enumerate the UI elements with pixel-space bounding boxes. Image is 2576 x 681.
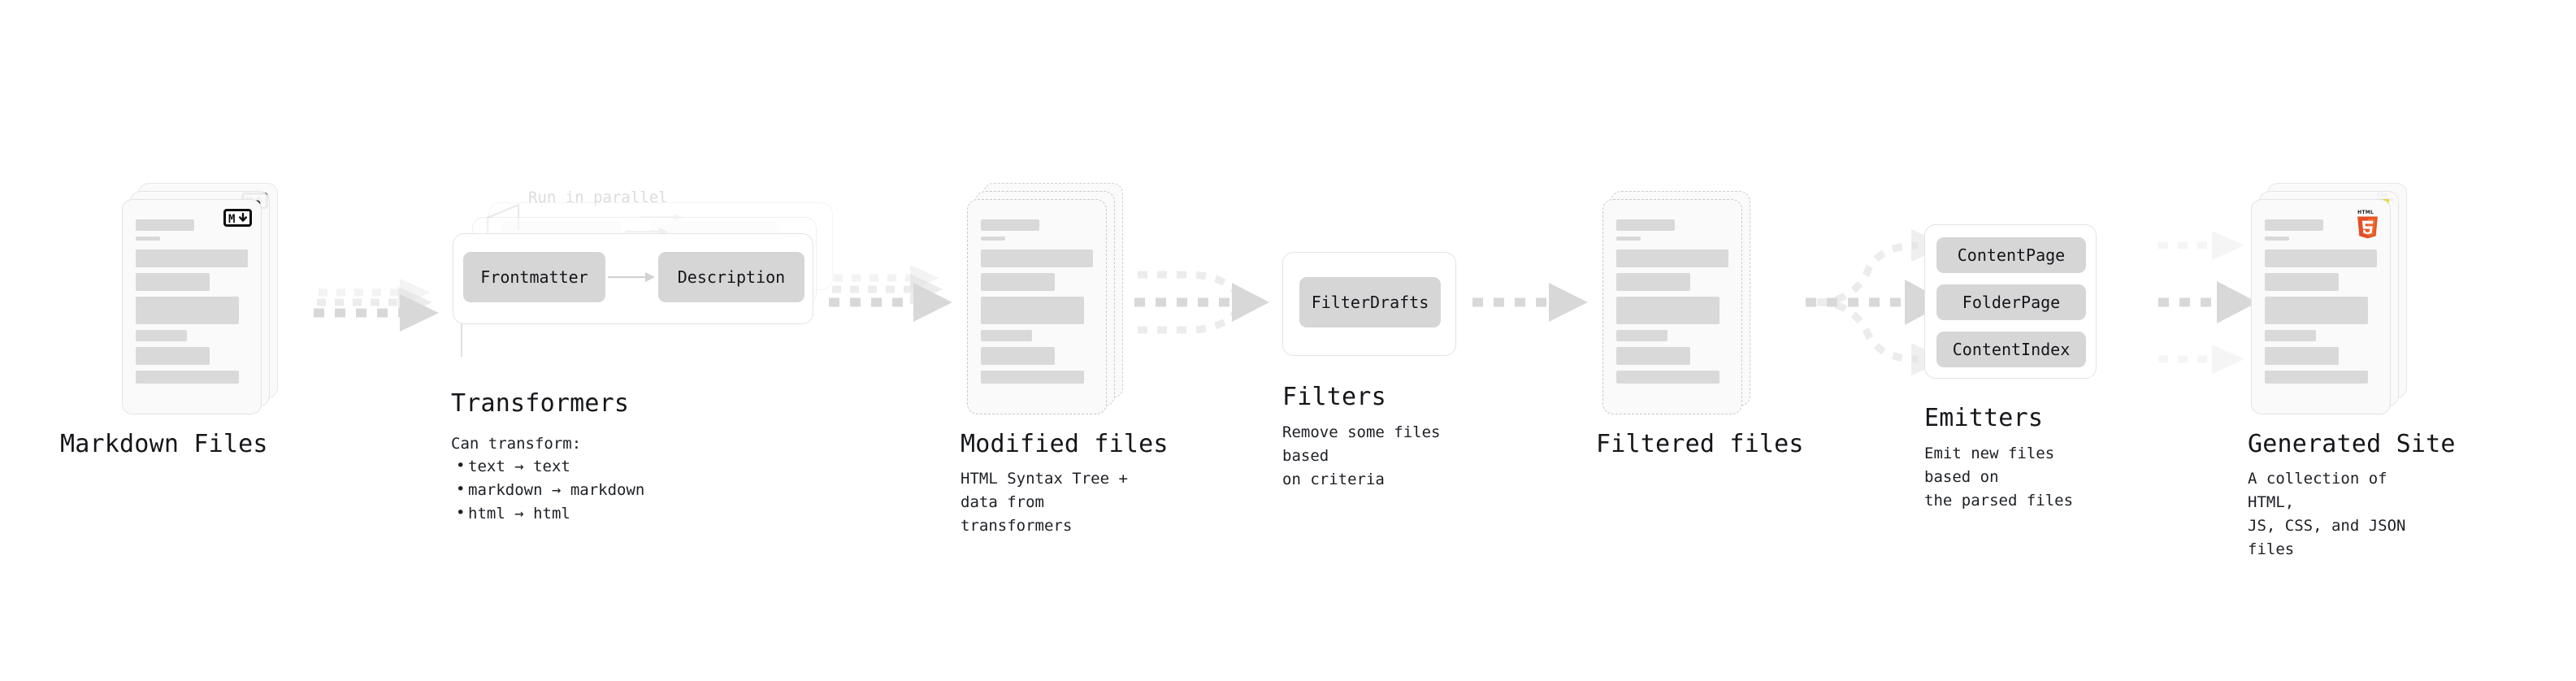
- stage-markdown-files: M M M: [60, 183, 284, 458]
- conn-md-to-transformers: [314, 279, 439, 332]
- transform-arrow-icon: [608, 272, 655, 282]
- stage-transformers: Run in parallel Frontmatter Description …: [451, 189, 841, 525]
- stage-title-markdown-files: Markdown Files: [60, 430, 268, 458]
- skeleton-bar: [2265, 371, 2368, 384]
- skeleton-bar: [136, 249, 248, 267]
- modified-files-subtitle: HTML Syntax Tree + data from transformer…: [961, 470, 1128, 535]
- emitters-subtitle: Emit new files based on the parsed files: [1924, 445, 2074, 510]
- file-skeleton: [1616, 219, 1728, 389]
- stage-modified-files: Modified files HTML Syntax Tree + data f…: [961, 183, 1168, 535]
- skeleton-bar: [1616, 249, 1728, 267]
- chip-description[interactable]: Description: [658, 252, 804, 302]
- conn-transformers-to-modified: [829, 265, 952, 322]
- stage-generated-site: CSS HTML: [2248, 183, 2455, 558]
- skeleton-bar: [136, 219, 194, 231]
- skeleton-bar: [981, 297, 1084, 324]
- skeleton-bar: [2265, 297, 2368, 324]
- skeleton-bar: [2265, 236, 2290, 241]
- skeleton-bar: [981, 371, 1084, 384]
- chip-folderpage[interactable]: FolderPage: [1936, 284, 2086, 320]
- skeleton-bar: [981, 219, 1039, 231]
- conn-modified-to-filters: [1134, 271, 1269, 334]
- stage-filters: FilterDrafts Filters Remove some files b…: [1282, 252, 1456, 488]
- skeleton-bar: [1616, 330, 1668, 341]
- skeleton-bar: [136, 330, 188, 341]
- skeleton-bar: [981, 249, 1093, 267]
- svg-text:HTML: HTML: [2357, 210, 2374, 215]
- emitters-card[interactable]: ContentPage FolderPage ContentIndex: [1924, 224, 2097, 379]
- chip-contentindex[interactable]: ContentIndex: [1936, 332, 2086, 367]
- bullet-markdown-to-markdown: markdown → markdown: [454, 478, 644, 502]
- conn-filters-to-filtered: [1472, 283, 1588, 322]
- chip-filterdrafts[interactable]: FilterDrafts: [1299, 277, 1441, 327]
- modified-file-stack[interactable]: [967, 183, 1130, 419]
- conn-emitters-to-site: [2158, 231, 2257, 374]
- skeleton-bar: [2265, 347, 2340, 365]
- generated-file-card-html[interactable]: HTML: [2251, 199, 2391, 414]
- skeleton-bar: [1616, 236, 1641, 241]
- skeleton-bar: [1616, 273, 1691, 291]
- markdown-file-stack[interactable]: M M M: [122, 183, 284, 419]
- transformer-card-front[interactable]: Frontmatter Description: [453, 233, 813, 324]
- modified-file-card-front[interactable]: [967, 199, 1107, 414]
- transformer-stack[interactable]: Frontmatter Description Frontmatter Desc…: [451, 191, 841, 354]
- skeleton-bar: [136, 236, 161, 241]
- skeleton-bar: [136, 347, 210, 365]
- filters-subtitle: Remove some files based on criteria: [1282, 423, 1441, 488]
- file-skeleton: [2265, 219, 2377, 389]
- filters-card[interactable]: FilterDrafts: [1282, 252, 1456, 356]
- stage-title-modified-files: Modified files: [961, 430, 1169, 458]
- transform-arrow-icon: [640, 213, 683, 221]
- skeleton-bar: [136, 297, 239, 324]
- html5-icon: HTML: [2354, 208, 2381, 242]
- bullet-html-to-html: html → html: [454, 501, 644, 526]
- skeleton-bar: [2265, 249, 2377, 267]
- stage-title-transformers: Transformers: [451, 389, 630, 418]
- filtered-file-card-front[interactable]: [1602, 199, 1742, 414]
- skeleton-bar: [981, 273, 1056, 291]
- run-in-parallel-label: Run in parallel: [528, 189, 668, 206]
- transformers-subtitle: Can transform:: [451, 435, 582, 453]
- skeleton-bar: [1616, 347, 1691, 365]
- markdown-icon: M: [223, 209, 252, 227]
- skeleton-bar: [2265, 273, 2340, 291]
- skeleton-bar: [1616, 297, 1720, 324]
- markdown-file-card-front[interactable]: M: [122, 199, 262, 414]
- chip-frontmatter[interactable]: Frontmatter: [463, 252, 605, 302]
- stage-emitters: ContentPage FolderPage ContentIndex Emit…: [1924, 224, 2097, 510]
- skeleton-bar: [2265, 219, 2323, 231]
- generated-site-stack[interactable]: CSS HTML: [2251, 183, 2422, 419]
- skeleton-bar: [136, 371, 239, 384]
- file-skeleton: [136, 219, 248, 389]
- stage-title-filters: Filters: [1282, 383, 1386, 411]
- generated-site-subtitle: A collection of HTML, JS, CSS, and JSON …: [2248, 470, 2406, 558]
- skeleton-bar: [981, 347, 1056, 365]
- stage-title-emitters: Emitters: [1924, 404, 2044, 432]
- skeleton-bar: [1616, 219, 1675, 231]
- skeleton-bar: [1616, 371, 1720, 384]
- stage-filtered-files: Filtered files: [1596, 191, 1803, 458]
- skeleton-bar: [981, 330, 1033, 341]
- bullet-text-to-text: text → text: [454, 454, 644, 479]
- stage-title-filtered-files: Filtered files: [1596, 430, 1804, 458]
- chip-contentpage[interactable]: ContentPage: [1936, 237, 2086, 273]
- skeleton-bar: [136, 273, 210, 291]
- file-skeleton: [981, 219, 1093, 389]
- stage-title-generated-site: Generated Site: [2248, 430, 2456, 458]
- svg-text:M: M: [228, 213, 235, 224]
- skeleton-bar: [981, 236, 1006, 241]
- skeleton-bar: [2265, 330, 2317, 341]
- filtered-file-stack[interactable]: [1602, 191, 1765, 419]
- transformers-bullet-list: text → text markdown → markdown html → h…: [454, 454, 644, 526]
